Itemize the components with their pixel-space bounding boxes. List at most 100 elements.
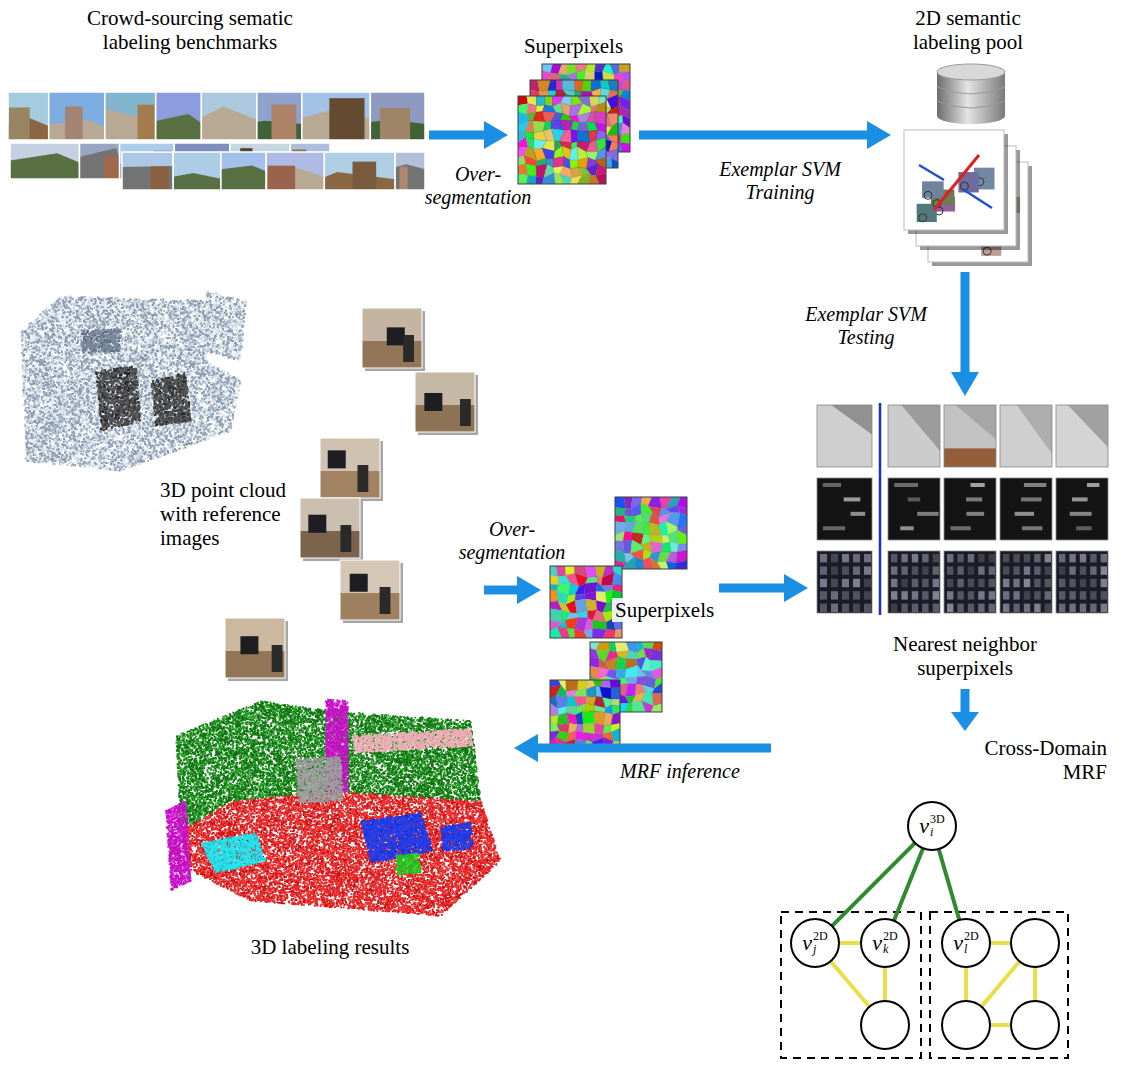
superpixel [632, 521, 645, 533]
tile-frame [542, 64, 630, 152]
index-stack: 3Di [930, 813, 945, 839]
key [1045, 566, 1051, 574]
edge-label: Exemplar SVM Testing [796, 303, 936, 349]
photo-frame [415, 372, 475, 432]
stage-caption: Superpixels [512, 34, 635, 58]
key [968, 579, 974, 587]
superpixel [612, 158, 619, 168]
point-dots [296, 756, 344, 803]
wall-shade [901, 405, 940, 451]
key [842, 554, 849, 562]
wall-patch [944, 405, 996, 467]
photo-frame [122, 152, 173, 190]
computer-panel [970, 483, 984, 487]
photo-building [380, 108, 410, 140]
superpixel [575, 711, 583, 724]
superpixel [567, 628, 575, 638]
empty-mrf-node [1011, 919, 1059, 967]
computer-panel [917, 512, 938, 516]
computer-panel [851, 512, 866, 516]
key [1024, 579, 1030, 587]
key [1003, 566, 1009, 574]
photo-building [151, 166, 169, 190]
point-dots [95, 367, 141, 431]
key [1059, 604, 1065, 612]
tile-frame [550, 680, 620, 748]
superscript: 3D [930, 813, 945, 826]
key [947, 604, 953, 612]
flow-arrow [719, 574, 808, 602]
key [1080, 604, 1086, 612]
computer-patch [888, 478, 940, 540]
key [957, 591, 963, 599]
computer-panel [1022, 526, 1043, 530]
tile-frame [1000, 405, 1052, 467]
keyboard-patch [944, 551, 996, 613]
key [1003, 591, 1009, 599]
photo-chair [272, 645, 283, 672]
key [820, 579, 827, 587]
superpixel [548, 80, 556, 91]
superpixel [526, 164, 536, 177]
flow-arrow [484, 576, 541, 604]
point-dots [296, 756, 344, 803]
tile-frame [1000, 478, 1052, 540]
point-dots [181, 790, 501, 916]
red-arrow [934, 155, 979, 210]
computer-panel [908, 497, 920, 501]
keyboard-patch [817, 551, 872, 613]
superpixel [594, 724, 604, 734]
key [891, 591, 897, 599]
key [933, 566, 939, 574]
superpixel [553, 156, 564, 167]
photo-sky [324, 152, 395, 190]
point-dots [353, 728, 474, 753]
superpixel [650, 649, 662, 661]
superpixel [616, 657, 627, 670]
superpixel [582, 711, 594, 724]
key [1034, 554, 1040, 562]
photo-frame [320, 438, 380, 498]
computer-patch [944, 478, 996, 540]
mrf-node: v2Dl [941, 918, 991, 968]
photo-sky [8, 92, 49, 140]
variable-name: v [953, 932, 963, 954]
superpixel [525, 121, 534, 133]
photo-sky [79, 143, 119, 179]
node-symbol: v2Dj [802, 930, 827, 956]
photo-sky [257, 92, 302, 140]
tile-frame [888, 405, 940, 467]
keyboard-patch [1000, 551, 1052, 613]
mrf-node: v2Dk [860, 918, 910, 968]
point-dots [396, 853, 421, 875]
mrf-node: v3Di [907, 801, 957, 851]
tile-frame [1000, 551, 1052, 613]
point-dots [81, 329, 121, 354]
photo-wall [340, 560, 400, 620]
key [957, 554, 963, 562]
superpixel [575, 724, 583, 733]
key [1003, 604, 1009, 612]
tile-frame [888, 551, 940, 613]
key [891, 579, 897, 587]
key [922, 554, 928, 562]
point-dots [205, 293, 246, 359]
point-dots [440, 822, 473, 851]
key [901, 554, 907, 562]
superpixel [556, 566, 566, 576]
key [1003, 554, 1009, 562]
key [1024, 591, 1030, 599]
photo-wall [320, 438, 380, 498]
computer-panel [1024, 483, 1046, 487]
photo-desk [320, 471, 380, 498]
superpixel [586, 112, 595, 123]
photo-wall [415, 372, 475, 432]
photo-monitor [240, 636, 258, 654]
blue-arrow [919, 165, 944, 180]
key [1024, 604, 1030, 612]
database-icon [937, 64, 1005, 124]
key [1024, 554, 1030, 562]
key [968, 591, 974, 599]
edge-label: Over- segmentation [452, 518, 572, 564]
key [1069, 554, 1075, 562]
